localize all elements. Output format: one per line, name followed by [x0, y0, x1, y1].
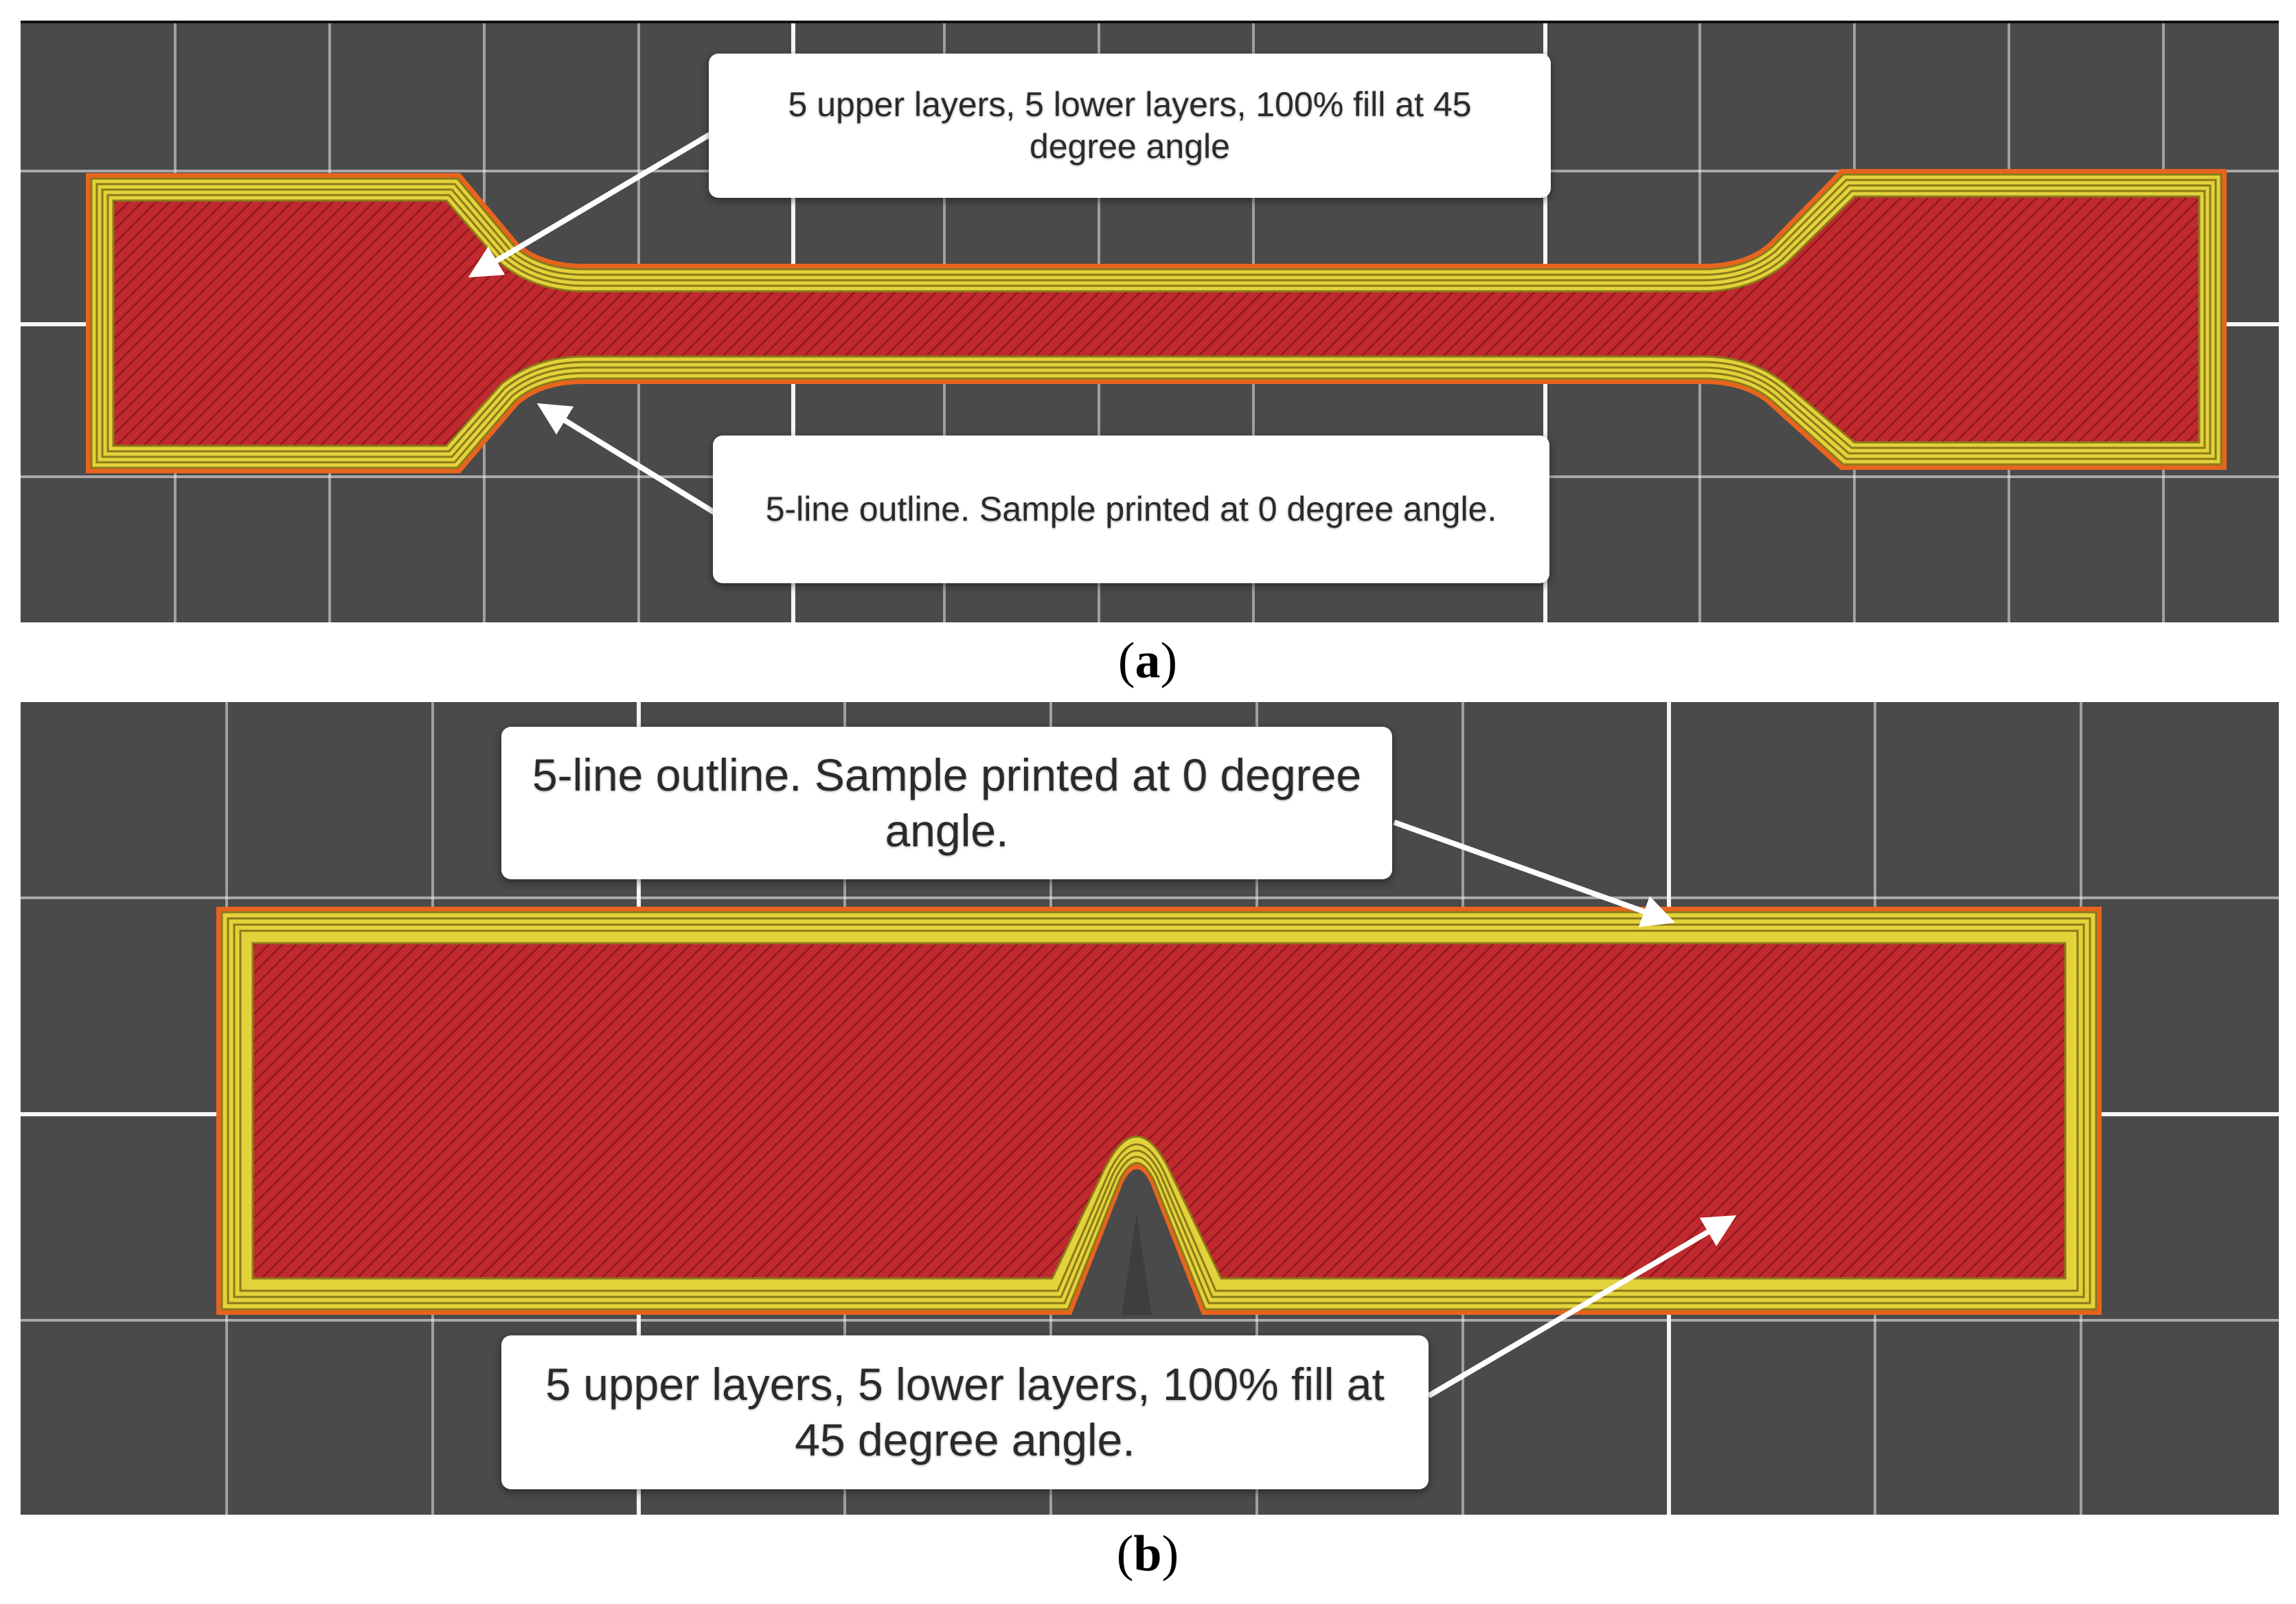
- callout-outline-b-text: 5-line outline. Sample printed at 0 degr…: [532, 749, 1362, 856]
- callout-outline-a-text: 5-line outline. Sample printed at 0 degr…: [765, 490, 1497, 528]
- callout-outline-b: 5-line outline. Sample printed at 0 degr…: [501, 727, 1392, 879]
- callout-outline-a: 5-line outline. Sample printed at 0 degr…: [713, 436, 1549, 583]
- arrow-icon: [1427, 1215, 1737, 1399]
- caption-a: (a): [1117, 633, 1178, 689]
- dogbone-specimen: [86, 169, 2227, 473]
- notched-specimen: [216, 907, 2102, 1315]
- caption-b: (b): [1116, 1526, 1179, 1582]
- callout-infill-b: 5 upper layers, 5 lower layers, 100% fil…: [501, 1335, 1429, 1489]
- callout-infill-b-text: 5 upper layers, 5 lower layers, 100% fil…: [545, 1359, 1385, 1465]
- caption-b-letter: b: [1133, 1526, 1162, 1582]
- arrow-icon: [1393, 820, 1676, 927]
- arrow-icon: [468, 129, 716, 278]
- callout-infill-a: 5 upper layers, 5 lower layers, 100% fil…: [709, 54, 1551, 198]
- callout-infill-a-text: 5 upper layers, 5 lower layers, 100% fil…: [788, 85, 1472, 166]
- arrow-icon: [536, 403, 716, 515]
- panel-a-render: 5 upper layers, 5 lower layers, 100% fil…: [21, 23, 2279, 622]
- panel-b-scene: [21, 702, 2279, 1515]
- top-rule: [21, 21, 2279, 24]
- caption-a-letter: a: [1135, 633, 1161, 689]
- panel-b-render: 5-line outline. Sample printed at 0 degr…: [21, 702, 2279, 1515]
